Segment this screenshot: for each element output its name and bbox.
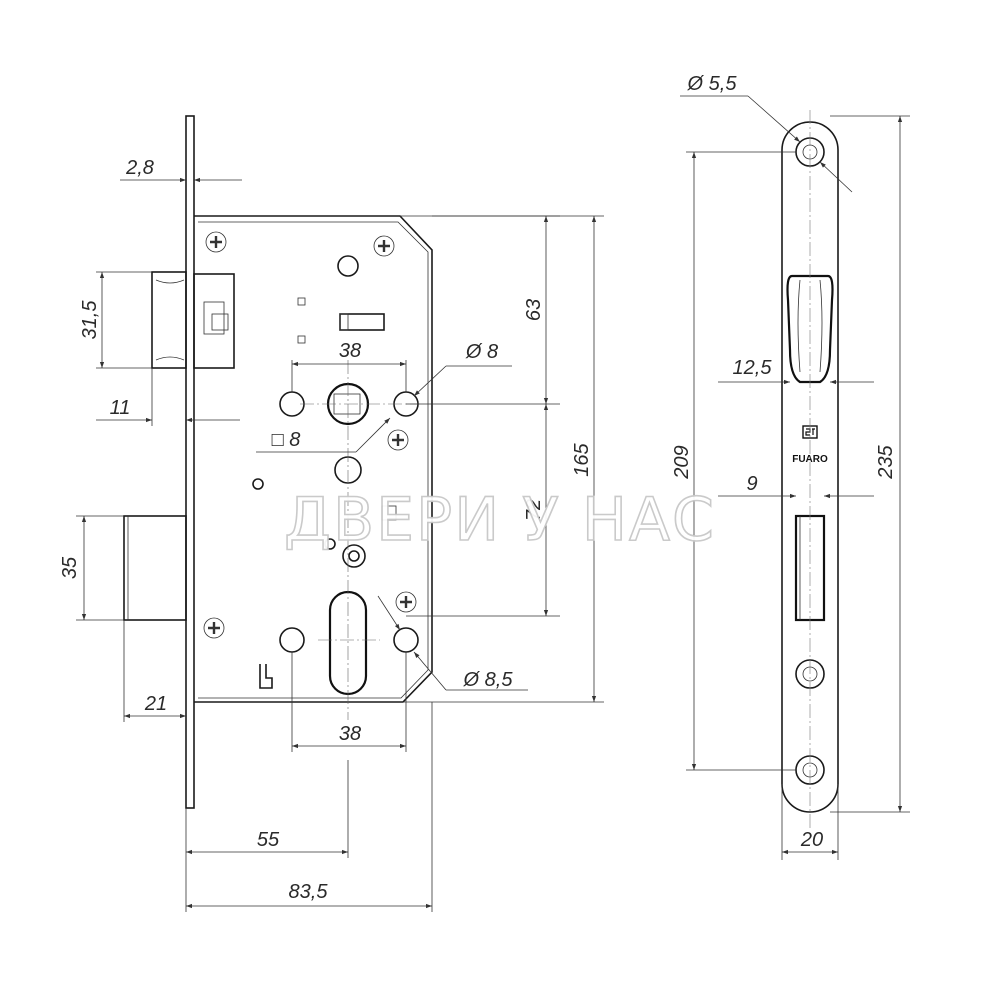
dim-cylinder-hole-dia: Ø 8,5 [463, 669, 514, 691]
dim-body-depth: 83,5 [289, 881, 329, 903]
centerlines [300, 360, 420, 720]
dim-faceplate-width: 20 [800, 829, 823, 851]
dim-handle-holes-spacing: 38 [339, 340, 361, 362]
lock-case [194, 215, 433, 703]
dead-bolt [123, 515, 187, 621]
dim-latch-projection: 11 [110, 397, 131, 419]
dim-faceplate-thickness: 2,8 [125, 157, 154, 179]
dim-spindle: □ 8 [272, 429, 301, 451]
dim-spindle-to-cylinder: 72 [523, 499, 545, 521]
dim-bolt-projection: 21 [144, 693, 167, 715]
dimension-labels: 2,8 31,5 11 35 21 38 Ø 8 □ 8 63 72 165 Ø… [59, 73, 897, 903]
faceplate-side [185, 115, 195, 809]
case-fittings [203, 231, 419, 696]
dim-cylinder-holes-spacing: 38 [339, 723, 361, 745]
latch-bolt [151, 271, 235, 369]
dim-top-to-spindle: 63 [523, 299, 545, 321]
dim-latch-height: 31,5 [79, 300, 101, 340]
dim-backset: 55 [257, 829, 280, 851]
dimension-lines-left [76, 177, 604, 912]
dim-latch-window-width: 12,5 [733, 357, 773, 379]
dim-faceplate-holes-spacing: 209 [671, 445, 693, 479]
dim-bolt-height: 35 [59, 556, 81, 579]
dim-faceplate-length: 235 [875, 444, 897, 479]
dim-body-height: 165 [571, 442, 593, 476]
dim-bolt-window-width: 9 [746, 473, 757, 495]
brand-name: FUARO [792, 454, 828, 465]
dimension-lines-right [680, 95, 910, 860]
watermark: ДВЕРИ У НАС [284, 485, 716, 555]
dim-handle-hole-dia: Ø 8 [465, 341, 498, 363]
dim-faceplate-hole-dia: Ø 5,5 [687, 73, 738, 95]
